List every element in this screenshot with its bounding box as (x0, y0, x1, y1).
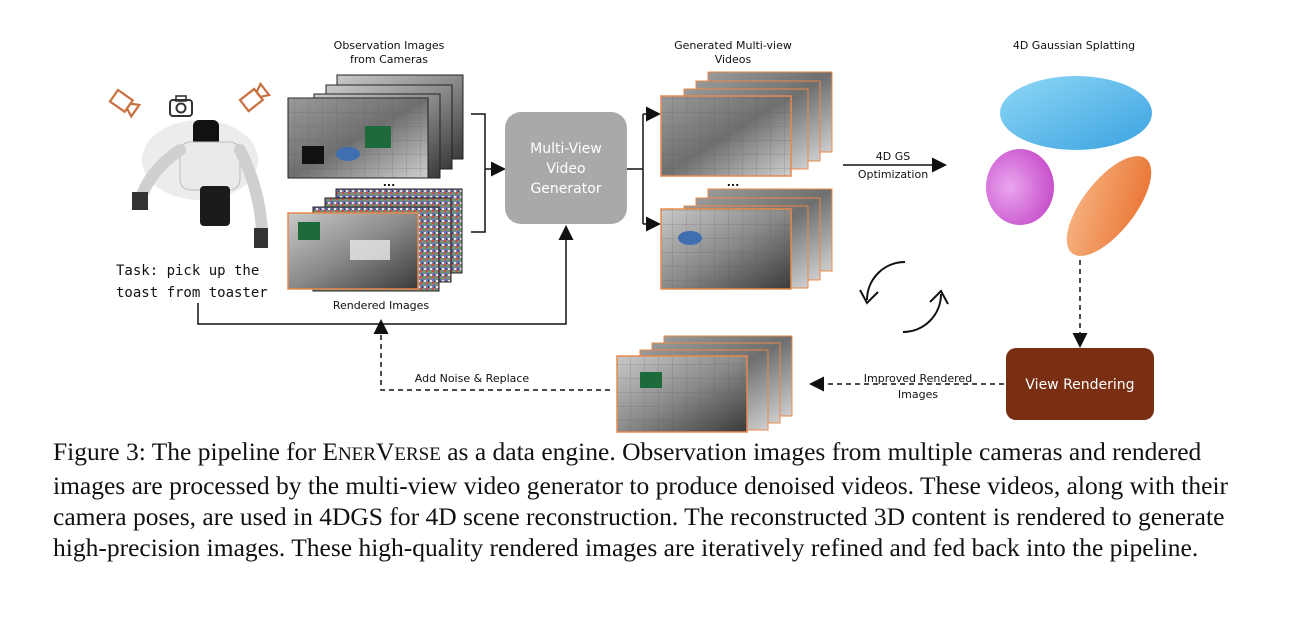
gs-optimization-line-1: 4D GS (876, 150, 910, 163)
robot-illustration (132, 120, 268, 248)
observation-title-1: Observation Images (334, 39, 445, 52)
observation-title-2: from Cameras (350, 53, 428, 66)
improved-images (616, 335, 793, 433)
observation-images (287, 74, 464, 179)
improved-label-2: Images (898, 388, 938, 401)
caption-label: Figure 3: (53, 437, 146, 466)
camera-icon-left (108, 88, 142, 119)
pink-gaussian (986, 149, 1054, 225)
gs-optimization-line-2: Optimization (858, 168, 928, 181)
caption-text-1: The pipeline for (151, 437, 316, 466)
orange-gaussian (1066, 156, 1152, 256)
camera-icon-right (238, 81, 272, 113)
refresh-cycle-icon (859, 261, 949, 333)
generated-ellipsis: ... (727, 176, 740, 189)
caption-name-erse: ERSE (394, 444, 441, 465)
task-line-2: toast from toaster (116, 285, 268, 301)
view-rendering-label: View Rendering (1025, 377, 1134, 393)
task-line-1: Task: pick up the (116, 263, 259, 279)
rendered-images (287, 188, 463, 292)
arrow-task-to-generator (197, 225, 574, 325)
generated-videos-bottom (660, 188, 833, 290)
gaussian-title: 4D Gaussian Splatting (1013, 39, 1135, 52)
video-generator-box (505, 112, 627, 224)
add-noise-label: Add Noise & Replace (415, 372, 530, 385)
generated-title-2: Videos (715, 53, 752, 66)
bracket-input (471, 113, 486, 233)
rendered-images-label: Rendered Images (333, 299, 430, 312)
pipeline-diagram: Task: pick up the toast from toaster Obs… (108, 39, 1154, 433)
caption-name-e: E (322, 437, 338, 466)
generator-line-1: Multi-View (530, 141, 602, 157)
caption-name-v: V (375, 437, 395, 466)
generator-line-3: Generator (530, 181, 601, 197)
generator-line-2: Video (546, 161, 585, 177)
camera-icon-center (169, 95, 193, 117)
blue-gaussian (1000, 76, 1152, 150)
figure-caption: Figure 3: The pipeline for ENERVERSE as … (53, 436, 1248, 563)
observation-ellipsis: ... (383, 176, 396, 189)
view-rendering-box (1006, 348, 1154, 420)
caption-text-2: as a data engine. Observation images fro… (53, 437, 1229, 562)
generated-videos-top (660, 71, 833, 177)
improved-label-1: Improved Rendered (864, 372, 972, 385)
generated-title-1: Generated Multi-view (674, 39, 792, 52)
caption-name-ner: NER (337, 444, 376, 465)
arrow-add-noise-replace (373, 319, 610, 391)
